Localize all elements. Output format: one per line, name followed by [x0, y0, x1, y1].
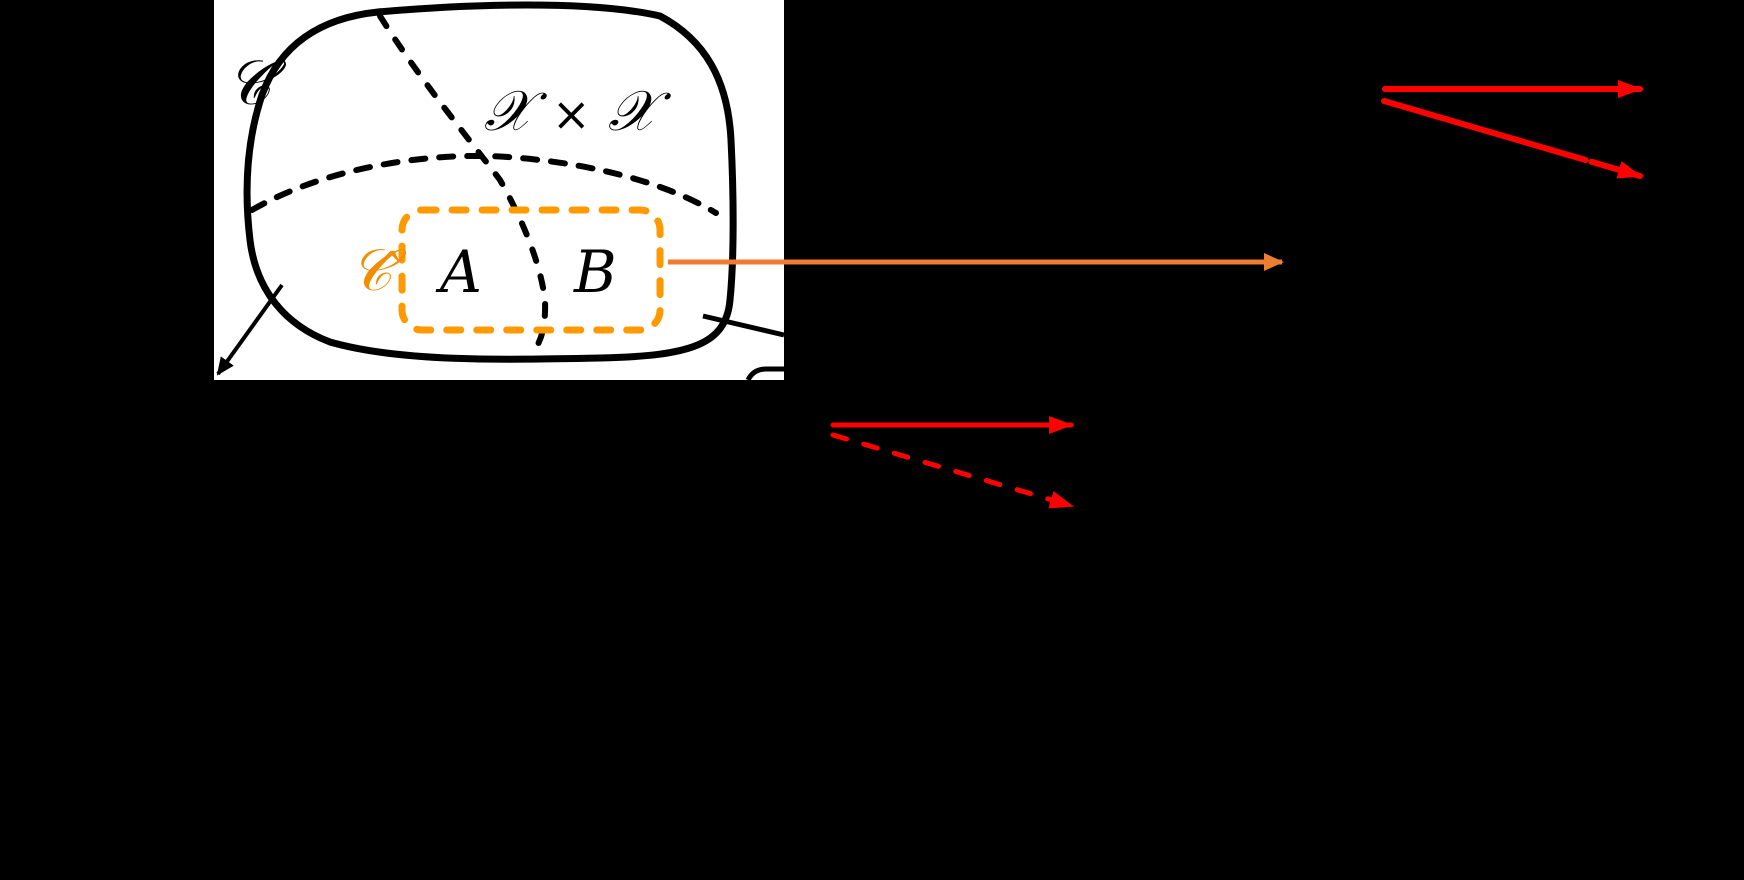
dashed-divider-vertical [377, 13, 549, 358]
lower-red-arrow-dashed [830, 432, 1075, 509]
connector-line-right [702, 313, 785, 338]
region-b-label: B [573, 238, 617, 306]
upper-red-arrow-slanted [1381, 98, 1643, 179]
universe-set-outline [243, 1, 737, 363]
arrow-down-left [216, 283, 284, 376]
diagram-panel [214, 0, 784, 380]
partial-box-corner [745, 366, 784, 382]
product-space-times-label: × [552, 87, 591, 141]
region-a-label: A [435, 238, 482, 306]
dashed-divider-horizontal [249, 152, 719, 216]
